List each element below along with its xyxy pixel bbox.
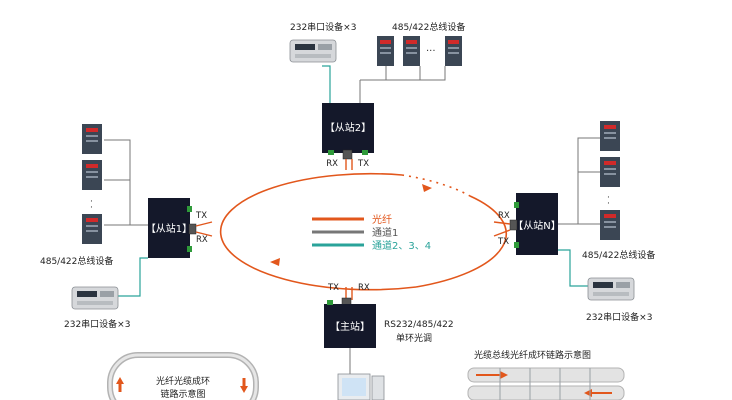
left-rs485-label: 485/422总线设备 [40,255,113,267]
slaveN-rx: RX [498,211,510,221]
right-inset-title: 光缆总线光纤成环链路示意图 [474,349,591,361]
slave2-tx: TX [357,159,369,169]
slave1-unit: 【从站1】 [146,198,197,258]
right-rs485-device-2-icon [600,157,620,187]
top-rs232-label: 232串口设备×3 [290,21,356,33]
legend-channel1: 通道1 [372,226,398,239]
top-rs485-device-1-icon [377,36,394,66]
top-rs232-device-icon [289,39,337,63]
master-info-line1: RS232/485/422 [384,320,454,330]
slave2-unit: 【从站2】 [322,103,374,160]
fiber-ring-dotted-segment [401,174,471,197]
left-rs485-device-3-icon [82,214,102,244]
left-inset-line1: 光纤光缆成环 [156,375,210,387]
right-rs485-device-3-icon [600,210,620,240]
master-info-line2: 单环光调 [396,332,432,344]
master-tx: TX [327,283,339,293]
computer-icon [337,373,385,400]
top-rs485-label: 485/422总线设备 [392,21,465,33]
fiber-ring-right-segment [415,195,507,288]
left-rs485-device-2-icon [82,160,102,190]
slave2-label: 【从站2】 [325,121,371,134]
slave2-rx: RX [326,159,338,169]
top-ellipsis: ··· [426,46,436,57]
right-rs485-label: 485/422总线设备 [582,249,655,261]
ring-arrow-bottom [270,258,280,266]
left-rs232-label: 232串口设备×3 [64,318,130,330]
legend-fiber: 光纤 [372,213,392,226]
right-ellipsis: · [607,193,610,203]
master-unit: 【主站】 [324,297,376,348]
left-inset: 光纤光缆成环 链路示意图 [107,352,259,400]
left-rs232-device-icon [71,286,119,310]
legend-channels234: 通道2、3、4 [372,239,431,252]
slave1-label: 【从站1】 [146,222,192,235]
left-rs485-device-1-icon [82,124,102,154]
slaveN-unit: 【从站N】 [509,193,561,255]
slave1-rx: RX [196,235,208,245]
left-inset-line2: 链路示意图 [160,388,205,400]
right-rs232-device-icon [587,277,635,301]
top-rs485-device-3-icon [445,36,462,66]
fiber-ring [219,172,417,291]
right-rs232-label: 232串口设备×3 [586,311,652,323]
slave1-tx: TX [195,211,207,221]
svg-text:·: · [90,203,93,213]
slaveN-tx: TX [497,237,509,247]
right-rs485-device-1-icon [600,121,620,151]
top-rs485-device-2-icon [403,36,420,66]
slaveN-label: 【从站N】 [513,219,560,232]
master-label: 【主站】 [330,320,370,333]
left-ellipsis: · [90,197,93,207]
right-inset: 光缆总线光纤成环链路示意图 [467,349,625,400]
ring-arrow-top [422,184,432,192]
master-rx: RX [358,283,370,293]
svg-text:·: · [607,199,610,209]
